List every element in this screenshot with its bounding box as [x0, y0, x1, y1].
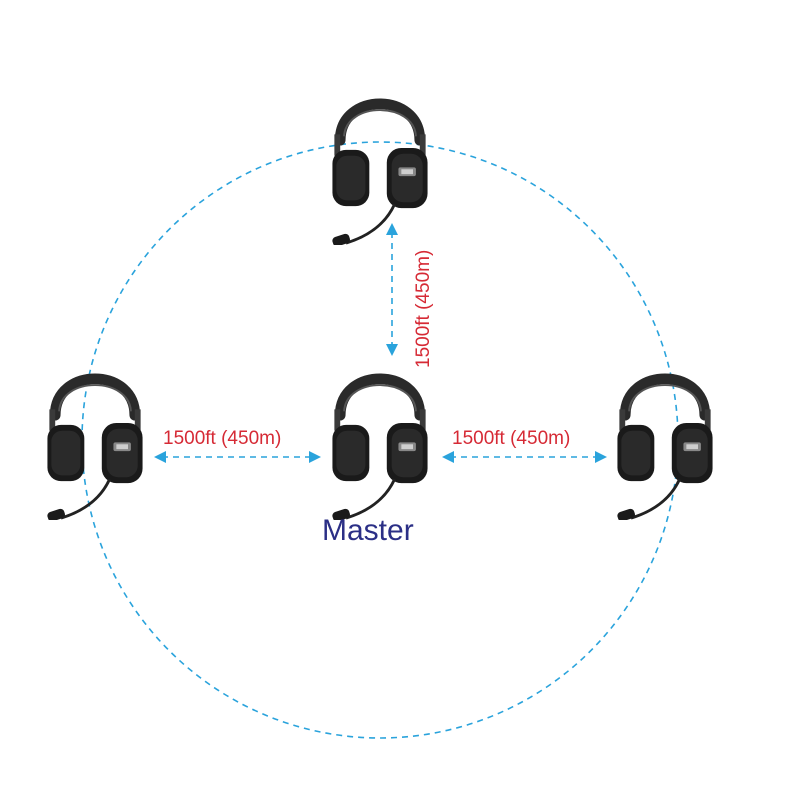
- headset-icon: [616, 379, 712, 523]
- right-distance-label: 1500ft (450m): [452, 428, 570, 449]
- vertical-range-arrow: [386, 223, 398, 356]
- headset-icon: [331, 379, 427, 523]
- master-label: Master: [322, 514, 414, 547]
- right-range-arrow: [442, 451, 607, 463]
- left-range-arrow: [154, 451, 321, 463]
- vertical-distance-label: 1500ft (450m): [413, 250, 434, 368]
- headset-icon: [46, 379, 142, 523]
- headset-icon: [331, 104, 427, 248]
- left-distance-label: 1500ft (450m): [163, 428, 281, 449]
